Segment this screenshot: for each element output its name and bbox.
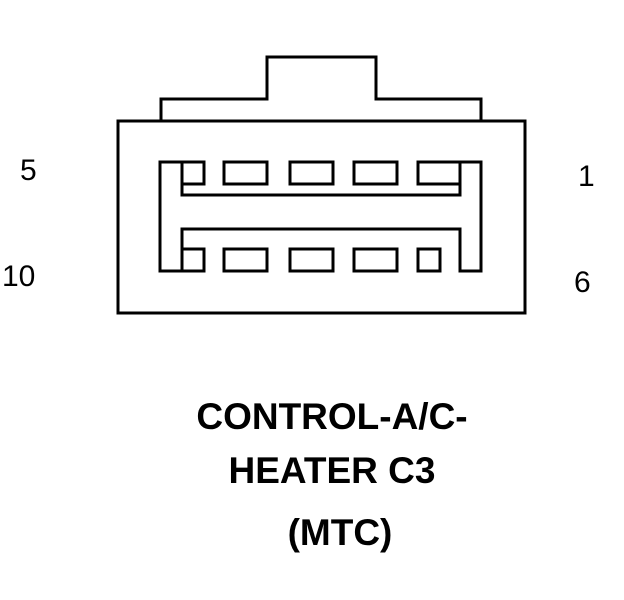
terminal-pin-4 — [222, 160, 269, 186]
pin-label-1: 1 — [578, 160, 595, 193]
terminal-pin-2 — [352, 160, 399, 186]
terminal-pin-5 — [180, 160, 206, 186]
connector-title-line-1: CONTROL-A/C- — [196, 396, 468, 437]
terminal-pin-8 — [288, 247, 335, 273]
pin-label-10: 10 — [2, 260, 36, 293]
terminal-pin-10 — [180, 247, 206, 273]
connector-lock-tab — [159, 55, 483, 121]
connector-title-line-3: (MTC) — [287, 512, 393, 553]
terminal-pin-3 — [288, 160, 335, 186]
terminal-pin-7 — [352, 247, 399, 273]
terminal-pin-6 — [416, 247, 442, 273]
terminal-pin-9 — [222, 247, 269, 273]
terminal-pin-1 — [416, 160, 462, 186]
connector-diagram — [116, 55, 527, 315]
pin-label-5: 5 — [20, 154, 37, 187]
pin-label-6: 6 — [574, 266, 591, 299]
connector-title-line-2: HEATER C3 — [228, 450, 436, 491]
